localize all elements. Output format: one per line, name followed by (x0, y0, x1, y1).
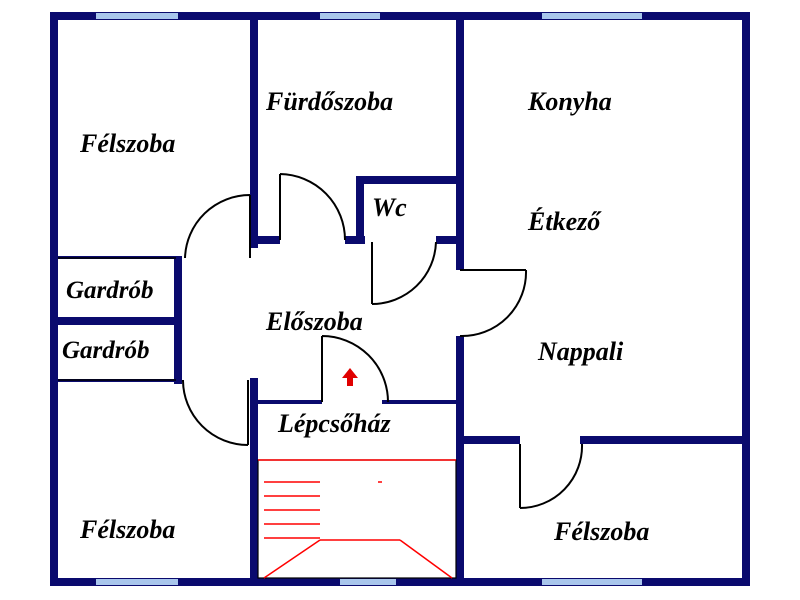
door-wc (371, 241, 437, 305)
door-felszoba-top (184, 194, 251, 259)
up-arrow-icon (342, 368, 358, 386)
door-konyha (459, 269, 528, 338)
staircase (257, 459, 457, 579)
window-top-3 (542, 13, 642, 19)
wall-wc-left (356, 176, 364, 242)
gardrob-dividers (58, 257, 176, 381)
stair-diag-right (399, 539, 453, 579)
window-top-2 (320, 13, 380, 19)
room-label-felszoba-bottom-left: Félszoba (79, 515, 175, 544)
room-label-felszoba-top-left: Félszoba (79, 129, 175, 158)
room-label-gardrob-1: Gardrób (66, 277, 154, 304)
wall-bottom (50, 578, 750, 586)
room-label-eloszoba: Előszoba (265, 307, 363, 336)
wall-left (50, 12, 58, 586)
stair-diag-left (263, 539, 321, 579)
room-label-gardrob-2: Gardrób (62, 337, 150, 364)
windows (96, 13, 642, 585)
wall-bath-bottom-right (345, 236, 365, 244)
door-furdoszoba (279, 173, 346, 241)
wall-bath-bottom-left (250, 236, 280, 244)
wall-felszoba-right-lower (250, 378, 258, 586)
door-felszoba-bottom-right (519, 443, 584, 509)
wall-wc-top (356, 176, 464, 184)
room-labels: Félszoba Fürdőszoba Konyha Wc Étkező Gar… (62, 87, 649, 546)
window-top-1 (96, 13, 178, 19)
room-label-etkezo: Étkező (527, 207, 602, 236)
wall-gardrob-mid (50, 317, 182, 325)
wall-felszoba-right-upper (250, 12, 258, 248)
wall-stair-top-right (382, 400, 464, 404)
room-label-felszoba-bottom-right: Félszoba (553, 517, 649, 546)
wall-kitchen-left-lower (456, 336, 464, 586)
wall-top (50, 12, 750, 20)
window-bottom-3 (542, 579, 642, 585)
room-label-nappali: Nappali (537, 337, 624, 366)
door-felszoba-bottom (182, 379, 249, 446)
window-bottom-2 (340, 579, 396, 585)
door-lepcsohaz (321, 335, 389, 403)
wall-kitchen-left-upper (456, 12, 464, 270)
wall-nappali-bottom-left (456, 436, 520, 444)
wall-nappali-bottom-right (580, 436, 750, 444)
room-label-furdoszoba: Fürdőszoba (265, 87, 393, 116)
wall-wc-bottom (436, 236, 464, 244)
room-label-lepcsohaz: Lépcsőház (277, 409, 392, 438)
room-label-konyha: Konyha (527, 87, 612, 116)
interior-walls (50, 12, 750, 586)
room-label-wc: Wc (372, 193, 407, 222)
wall-right (742, 12, 750, 586)
stair-well (257, 459, 457, 579)
wall-stair-top (250, 400, 322, 404)
doors (182, 173, 584, 509)
window-bottom-1 (96, 579, 178, 585)
outer-walls (50, 12, 750, 586)
